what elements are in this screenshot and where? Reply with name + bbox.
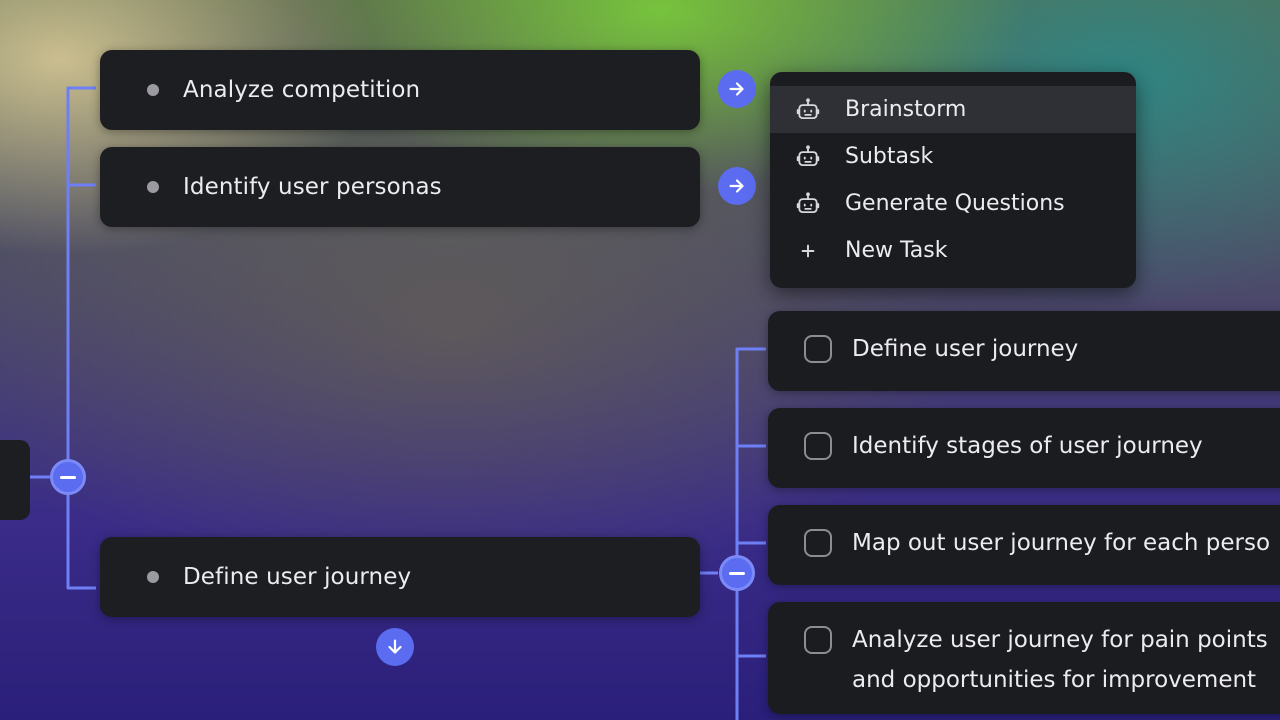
menu-item-brainstorm[interactable]: Brainstorm (770, 86, 1136, 133)
node-label: Define user journey (183, 564, 412, 590)
menu-item-label: Subtask (845, 144, 934, 169)
bullet-icon (147, 181, 159, 193)
subtask-identify-stages[interactable]: Identify stages of user journey (768, 408, 1280, 488)
menu-item-label: New Task (845, 238, 948, 263)
node-identify-user-personas[interactable]: Identify user personas (100, 147, 700, 227)
menu-item-label: Brainstorm (845, 97, 967, 122)
subtask-define-user-journey[interactable]: Define user journey (768, 311, 1280, 391)
bullet-icon (147, 571, 159, 583)
expand-right-button[interactable] (718, 70, 756, 108)
node-label: Identify user personas (183, 174, 442, 200)
robot-icon (794, 96, 822, 124)
expand-right-button[interactable] (718, 167, 756, 205)
subtask-label: Map out user journey for each perso (852, 530, 1271, 556)
node-define-user-journey[interactable]: Define user journey (100, 537, 700, 617)
menu-item-generate-questions[interactable]: Generate Questions (770, 180, 1136, 227)
robot-icon (794, 190, 822, 218)
menu-item-new-task[interactable]: New Task (770, 227, 1136, 274)
subtask-label: Analyze user journey for pain points (852, 627, 1268, 653)
collapse-button[interactable] (50, 459, 86, 495)
parent-node-stub[interactable] (0, 440, 30, 520)
expand-down-button[interactable] (376, 628, 414, 666)
subtask-label: Define user journey (852, 336, 1079, 362)
node-label: Analyze competition (183, 77, 421, 103)
plus-icon (794, 237, 822, 265)
collapse-button[interactable] (719, 555, 755, 591)
task-checkbox[interactable] (804, 335, 832, 363)
bullet-icon (147, 84, 159, 96)
subtask-label-group: Analyze user journey for pain points and… (852, 620, 1268, 700)
minus-icon (729, 571, 745, 575)
task-checkbox[interactable] (804, 626, 832, 654)
menu-item-subtask[interactable]: Subtask (770, 133, 1136, 180)
arrow-right-icon (729, 82, 744, 96)
task-checkbox[interactable] (804, 432, 832, 460)
node-analyze-competition[interactable]: Analyze competition (100, 50, 700, 130)
task-checkbox[interactable] (804, 529, 832, 557)
subtask-map-out-journey[interactable]: Map out user journey for each perso (768, 505, 1280, 585)
robot-icon (794, 143, 822, 171)
subtask-label-line2: and opportunities for improvement (852, 667, 1257, 693)
minus-icon (60, 475, 76, 479)
subtask-label: Identify stages of user journey (852, 433, 1203, 459)
action-menu: Brainstorm Subtask (770, 72, 1136, 288)
menu-item-label: Generate Questions (845, 191, 1065, 216)
subtask-analyze-pain-points[interactable]: Analyze user journey for pain points and… (768, 602, 1280, 714)
arrow-right-icon (729, 179, 744, 193)
arrow-down-icon (388, 639, 402, 654)
